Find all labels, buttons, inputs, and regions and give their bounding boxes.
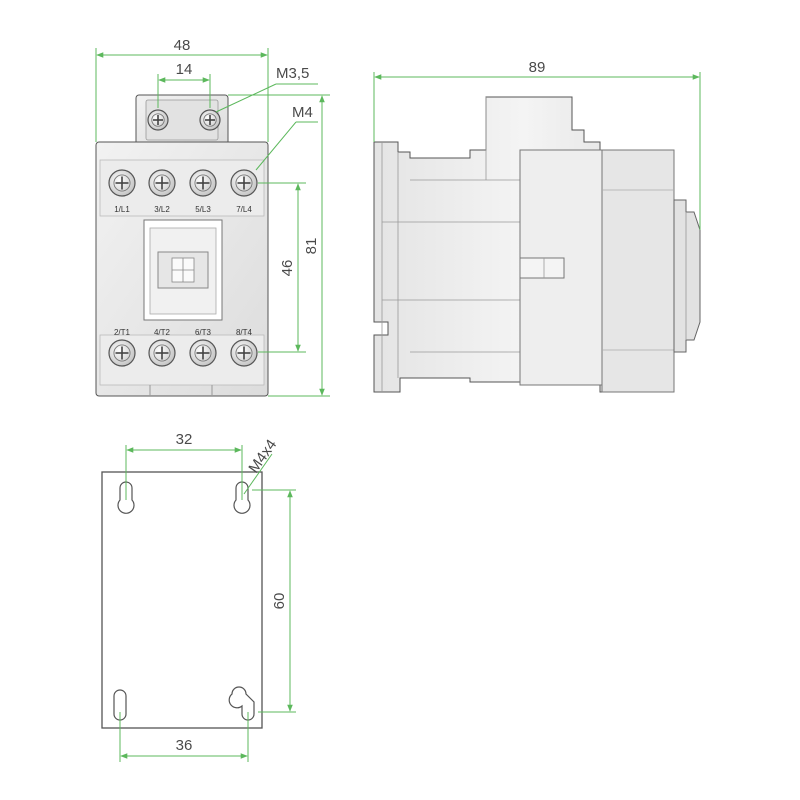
top-terminal-screw-2: [148, 169, 176, 197]
coil-screw-a2: [199, 109, 221, 131]
top-spacing-32-label: 32: [176, 431, 193, 448]
bottom-terminal-label-1: 2/T1: [114, 328, 131, 337]
bottom-terminal-screw-1: [108, 339, 136, 367]
side-actuator-nub: [673, 199, 701, 353]
top-terminal-label-2: 3/L2: [154, 205, 170, 214]
side-latch: [519, 257, 565, 279]
hole-spec-label: M4x4: [245, 436, 280, 476]
bottom-terminal-screw-4: [230, 339, 258, 367]
coil-screw-a1: [147, 109, 169, 131]
side-view-dimensions: 89: [373, 59, 701, 230]
bottom-terminal-label-3: 6/T3: [195, 328, 212, 337]
bottom-spacing-36-label: 36: [176, 737, 193, 754]
side-view: [373, 96, 701, 393]
bottom-terminal-label-2: 4/T2: [154, 328, 171, 337]
screw-spacing-14-label: 14: [176, 61, 193, 78]
mounting-plate: [101, 471, 263, 729]
top-terminal-screw-1: [108, 169, 136, 197]
top-terminal-screw-4: [230, 169, 258, 197]
top-terminal-screw-3: [189, 169, 217, 197]
top-terminal-label-1: 1/L1: [114, 205, 130, 214]
depth-89-label: 89: [529, 59, 546, 76]
top-terminal-label-4: 7/L4: [236, 205, 252, 214]
bottom-terminal-screw-2: [148, 339, 176, 367]
front-view-dimensions: 48 14 M3,5 M4 46 81: [95, 37, 330, 397]
mounting-view: [101, 471, 263, 729]
bottom-terminal-label-4: 8/T4: [236, 328, 253, 337]
height-81-label: 81: [303, 238, 320, 255]
top-terminal-label-3: 5/L3: [195, 205, 211, 214]
coil-screw-label: M3,5: [276, 65, 309, 82]
bottom-terminal-screw-3: [189, 339, 217, 367]
terminal-screw-label: M4: [292, 104, 313, 121]
pitch-46-label: 46: [279, 260, 296, 277]
vertical-60-label: 60: [271, 593, 288, 610]
width-48-label: 48: [174, 37, 191, 54]
front-view: 1/L1 2/T1 3/L2 4/T2 5/L3 6/T3 7/L4 8/T4: [95, 94, 269, 397]
